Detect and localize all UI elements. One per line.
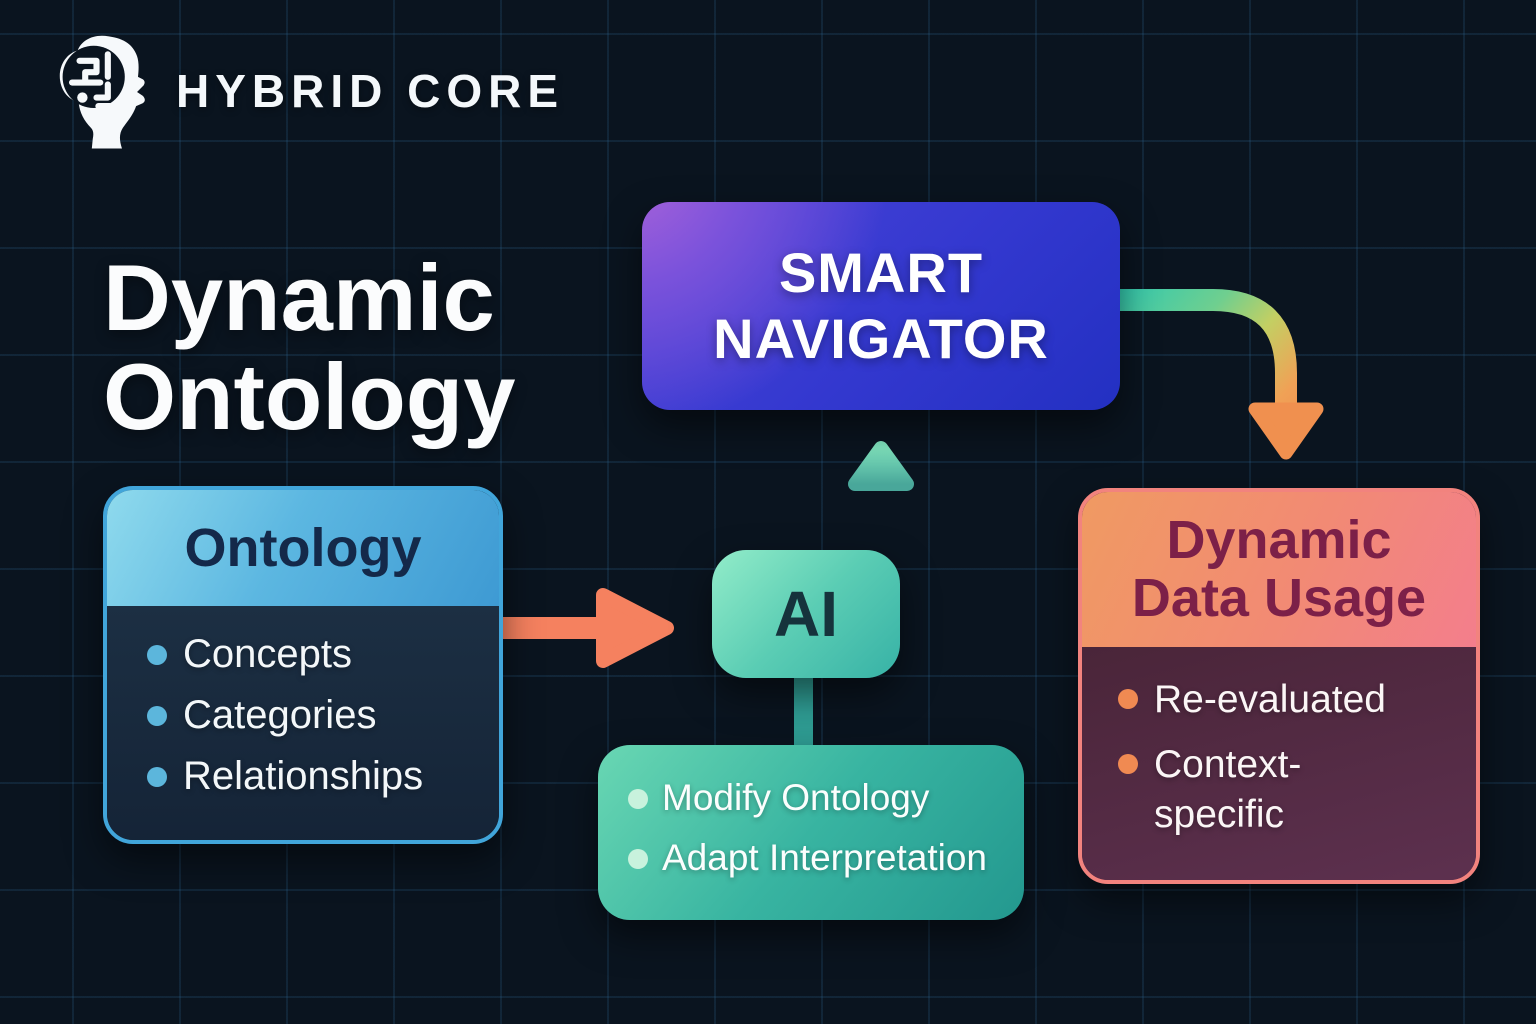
page-title: Dynamic Ontology xyxy=(103,244,516,449)
ontology-item-list: Concepts Categories Relationships xyxy=(107,606,499,840)
bullet-icon xyxy=(1118,753,1138,774)
ontology-title: Ontology xyxy=(184,518,422,578)
connector-ai-to-actions xyxy=(794,672,813,750)
node-ontology[interactable]: Ontology Concepts Categories Relationshi… xyxy=(103,486,503,844)
list-item: Concepts xyxy=(147,632,491,677)
ontology-header: Ontology xyxy=(107,490,499,606)
list-item: Context-specific xyxy=(1118,740,1468,841)
list-item: Adapt Interpretation xyxy=(628,837,1024,879)
arrow-navigator-to-data-usage-icon xyxy=(1118,281,1333,467)
list-item: Modify Ontology xyxy=(628,777,1024,819)
list-item: Relationships xyxy=(147,754,491,799)
node-ai[interactable]: AI xyxy=(712,550,900,678)
bullet-icon xyxy=(147,706,167,726)
bullet-icon xyxy=(147,767,167,787)
arrow-ai-to-navigator-icon xyxy=(843,428,919,552)
brand-name: HYBRID CORE xyxy=(176,65,565,117)
list-item: Re-evaluated xyxy=(1118,675,1468,726)
head-circuit-icon xyxy=(59,35,145,149)
node-smart-navigator[interactable]: SMART NAVIGATOR xyxy=(642,202,1120,410)
data-usage-title: Dynamic Data Usage xyxy=(1131,510,1427,628)
bullet-icon xyxy=(1118,689,1138,709)
data-usage-item-list: Re-evaluated Context-specific xyxy=(1082,647,1476,880)
ai-label: AI xyxy=(774,578,838,650)
smart-navigator-label: SMART NAVIGATOR xyxy=(713,241,1049,370)
node-ai-actions[interactable]: Modify Ontology Adapt Interpretation xyxy=(598,745,1024,920)
arrow-ontology-to-ai-icon xyxy=(497,585,687,671)
bullet-icon xyxy=(628,849,648,869)
bullet-icon xyxy=(147,645,167,665)
node-dynamic-data-usage[interactable]: Dynamic Data Usage Re-evaluated Context-… xyxy=(1078,488,1480,884)
brand-logo: HYBRID CORE xyxy=(56,32,564,150)
list-item: Categories xyxy=(147,693,491,738)
bullet-icon xyxy=(628,789,648,809)
data-usage-header: Dynamic Data Usage xyxy=(1082,492,1476,647)
